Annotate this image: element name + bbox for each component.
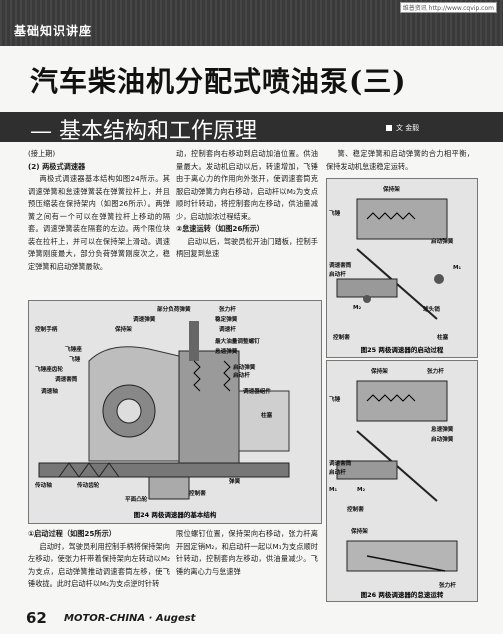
figure-24: 部分负荷弹簧 张力杆 调速弹簧 稳定弹簧 保持架 调速杆 控制手柄 最大油量调整… <box>28 300 322 524</box>
article-subtitle: — 基本结构和工作原理 <box>30 119 257 144</box>
fig26-label: 控制套 <box>347 505 364 513</box>
watermark-stamp: 维普资讯 http://www.cqvip.com <box>399 2 497 13</box>
paragraph: 簧、稳定弹簧和启动弹簧的合力相平衡，保持发动机怠速稳定运转。 <box>326 149 474 171</box>
fig25-label: M₂ <box>353 305 362 311</box>
paragraph: 两极式调速器基本结构如图24所示。其调速弹簧和怠速弹簧装在弹簧拉杆上，并且预压缩… <box>28 174 170 271</box>
figure-caption: 图24 两极调速器的基本结构 <box>134 510 217 519</box>
fig24-label: 飞锤座 <box>65 345 82 353</box>
continued-note: (接上期) <box>28 149 56 158</box>
fig25-label: 控制套 <box>333 333 350 341</box>
fig24-label: 传动轴 <box>34 481 52 489</box>
fig24-label: 调速弹簧 <box>133 315 156 323</box>
fig26-label: 启动弹簧 <box>431 435 454 443</box>
section-heading: (2) 两极式调速器 <box>28 161 86 171</box>
column-2: 动，控制套向右移动到启动加油位置。供油量最大。发动机启动以后，转速增加，飞锤由于… <box>176 148 318 261</box>
fig25-label: 飞锤 <box>329 209 341 217</box>
fig24-label: 平面凸轮 <box>125 495 148 503</box>
fig24-label: 保持架 <box>114 325 132 333</box>
figure-caption: 图25 两极调速器的启动过程 <box>361 345 444 354</box>
startup-process-diagram: 保持架 飞锤 启动弹簧 调速套筒 启动杆 M₁ M₂ 控制套 柱塞 球头销 图2… <box>327 179 477 357</box>
column-2-bottom: 限位螺钉位置，保持架向右移动，张力杆离开固定销M₂，和启动杆一起以M₁为支点顺时… <box>176 528 318 578</box>
fig25-label: 保持架 <box>382 185 400 193</box>
fig24-label: 控制套 <box>189 489 206 497</box>
governor-structure-diagram: 部分负荷弹簧 张力杆 调速弹簧 稳定弹簧 保持架 调速杆 控制手柄 最大油量调整… <box>29 301 321 523</box>
idle-operation-diagram: 保持架 张力杆 飞锤 怠速弹簧 启动弹簧 调速套筒 启动杆 M₁ M₂ 控制套 … <box>327 361 477 601</box>
author-name: 文 金毅 <box>396 124 420 132</box>
fig26-label: 调速套筒 <box>329 459 352 467</box>
fig24-label: 调速杆 <box>219 325 236 333</box>
fig26-label: 怠速弹簧 <box>431 425 454 433</box>
fig24-label: 调速器组件 <box>243 387 271 395</box>
fig24-label: 部分负荷弹簧 <box>157 305 191 313</box>
fig24-label: 怠速弹簧 <box>215 347 238 355</box>
fig25-label: 启动弹簧 <box>431 237 454 245</box>
fig26-label: 启动杆 <box>329 468 346 476</box>
page-number: 62 <box>26 609 47 627</box>
subsection-heading: ①启动过程（如图25所示） <box>28 529 116 538</box>
column-1-bottom: ①启动过程（如图25所示） 启动时，驾驶员利用控制手柄将保持架向左移动，使张力杆… <box>28 528 170 591</box>
paragraph: 启动以后，驾驶员松开油门踏板，控制手柄回复到怠速 <box>176 236 318 259</box>
paragraph: 限位螺钉位置，保持架向右移动，张力杆离开固定销M₂，和启动杆一起以M₁为支点顺时… <box>176 529 318 576</box>
fig24-label: 调速套筒 <box>55 375 78 383</box>
subtitle-band <box>0 112 503 142</box>
fig24-label: 传动齿轮 <box>76 481 100 489</box>
fig25-label: 球头销 <box>423 305 440 313</box>
column-3: 簧、稳定弹簧和启动弹簧的合力相平衡，保持发动机怠速稳定运转。 <box>326 148 474 173</box>
fig26-label: 张力杆 <box>439 581 456 589</box>
column-1: (接上期) (2) 两极式调速器 两极式调速器基本结构如图24所示。其调速弹簧和… <box>28 148 170 273</box>
subsection-heading: ②怠速运转（如图26所示） <box>176 224 264 233</box>
fig25-label: 启动杆 <box>329 270 346 278</box>
fig24-label: 飞锤 <box>69 355 81 363</box>
fig25-label: M₁ <box>453 265 462 271</box>
magazine-name: MOTOR-CHINA · Augest <box>64 613 196 624</box>
article-title: 汽车柴油机分配式喷油泵(三) <box>30 65 407 98</box>
fig26-label: M₂ <box>357 487 366 493</box>
fig24-label: 最大油量调整螺钉 <box>215 337 260 345</box>
fig26-label: 张力杆 <box>427 367 444 375</box>
fig24-label: 柱塞 <box>261 411 273 419</box>
figure-caption: 图26 两极调速器的怠速运转 <box>361 590 444 599</box>
fig26-label: 保持架 <box>370 367 388 375</box>
bullet-icon <box>386 125 392 131</box>
fig25-label: 柱塞 <box>437 333 449 341</box>
fig25-label: 调速套筒 <box>329 261 352 269</box>
paragraph: 动，控制套向右移动到启动加油位置。供油量最大。发动机启动以后，转速增加，飞锤由于… <box>176 149 318 221</box>
fig24-label: 飞锤座齿轮 <box>35 365 63 373</box>
fig24-label: 调速轴 <box>41 387 58 395</box>
fig24-label: 稳定弹簧 <box>215 315 238 323</box>
fig24-label: 张力杆 <box>219 305 236 313</box>
fig26-label: 保持架 <box>350 527 368 535</box>
fig24-label: 控制手柄 <box>35 325 58 333</box>
fig24-label: 启动弹簧 <box>233 363 256 371</box>
figure-26: 保持架 张力杆 飞锤 怠速弹簧 启动弹簧 调速套筒 启动杆 M₁ M₂ 控制套 … <box>326 360 478 602</box>
figure-25: 保持架 飞锤 启动弹簧 调速套筒 启动杆 M₁ M₂ 控制套 柱塞 球头销 图2… <box>326 178 478 358</box>
fig24-label: 启动杆 <box>233 371 250 379</box>
fig26-label: M₁ <box>329 487 338 493</box>
fig24-label: 弹簧 <box>229 477 241 485</box>
paragraph: 启动时，驾驶员利用控制手柄将保持架向左移动，使张力杆带着保持架向左转动以M₂为支… <box>28 541 170 589</box>
section-label: 基础知识讲座 <box>14 24 93 38</box>
fig26-label: 飞锤 <box>329 395 341 403</box>
author-byline: 文 金毅 <box>386 123 419 133</box>
